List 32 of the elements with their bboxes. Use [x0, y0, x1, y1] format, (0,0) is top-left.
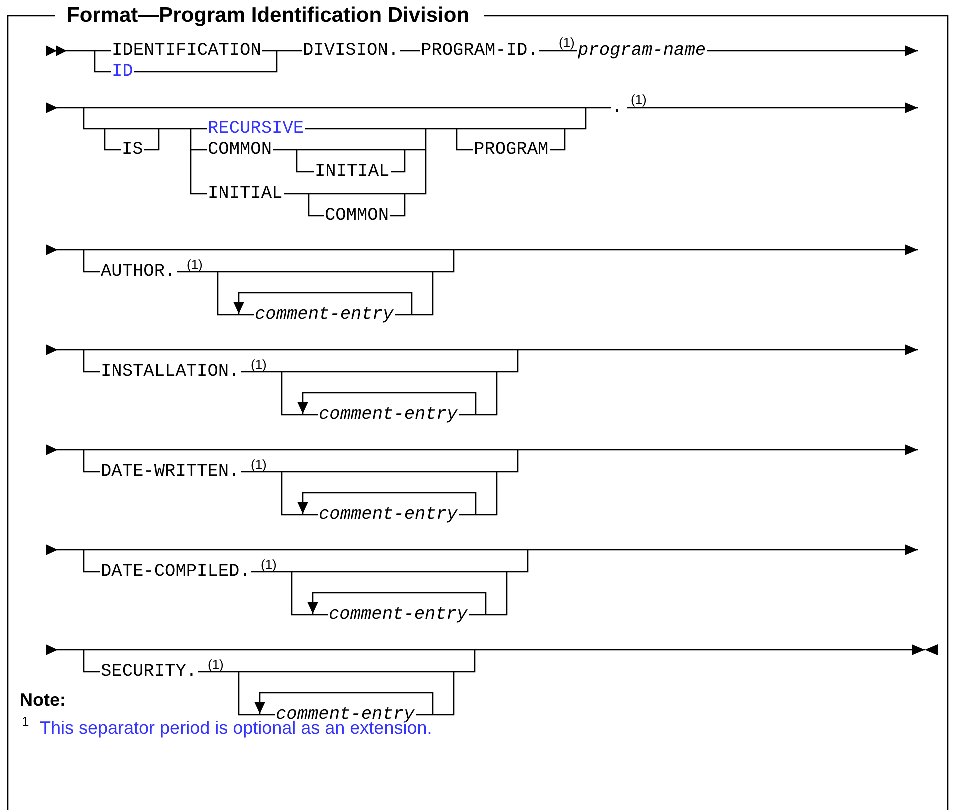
- syntax-keyword: RECURSIVE: [208, 119, 304, 140]
- footnote-reference: (1): [631, 92, 647, 108]
- syntax-keyword: SECURITY.: [101, 662, 198, 682]
- syntax-keyword: COMMON: [208, 140, 272, 160]
- syntax-variable: comment-entry: [329, 605, 468, 626]
- syntax-keyword: DIVISION.: [303, 41, 400, 62]
- syntax-keyword: AUTHOR.: [101, 262, 176, 282]
- footnote-reference: (1): [559, 36, 575, 50]
- footnote-reference: (1): [208, 658, 224, 672]
- note-heading: Note:: [20, 690, 66, 710]
- syntax-keyword: IS: [122, 140, 144, 160]
- syntax-keyword: DATE-COMPILED.: [101, 562, 250, 582]
- syntax-keyword: INSTALLATION.: [101, 362, 240, 382]
- footnote-reference: (1): [251, 358, 267, 372]
- footnote-reference: (1): [251, 458, 267, 472]
- syntax-keyword: IDENTIFICATION: [112, 41, 262, 62]
- syntax-variable: comment-entry: [319, 405, 458, 426]
- separator-period: .: [612, 98, 623, 118]
- syntax-keyword: ID: [112, 62, 134, 82]
- syntax-variable: program-name: [578, 41, 706, 62]
- diagram-title: Format—Program Identification Division: [67, 4, 470, 28]
- syntax-keyword: PROGRAM-ID.: [421, 41, 538, 62]
- syntax-variable: comment-entry: [319, 505, 458, 526]
- syntax-keyword: INITIAL: [315, 162, 390, 182]
- footnote-reference: (1): [187, 258, 203, 272]
- syntax-variable: comment-entry: [255, 305, 394, 326]
- syntax-keyword: COMMON: [325, 206, 390, 226]
- footnote-number: 1: [22, 714, 30, 730]
- syntax-keyword: PROGRAM: [474, 140, 549, 160]
- footnote-reference: (1): [261, 558, 277, 572]
- syntax-keyword: DATE-WRITTEN.: [101, 462, 240, 482]
- syntax-keyword: INITIAL: [208, 184, 283, 204]
